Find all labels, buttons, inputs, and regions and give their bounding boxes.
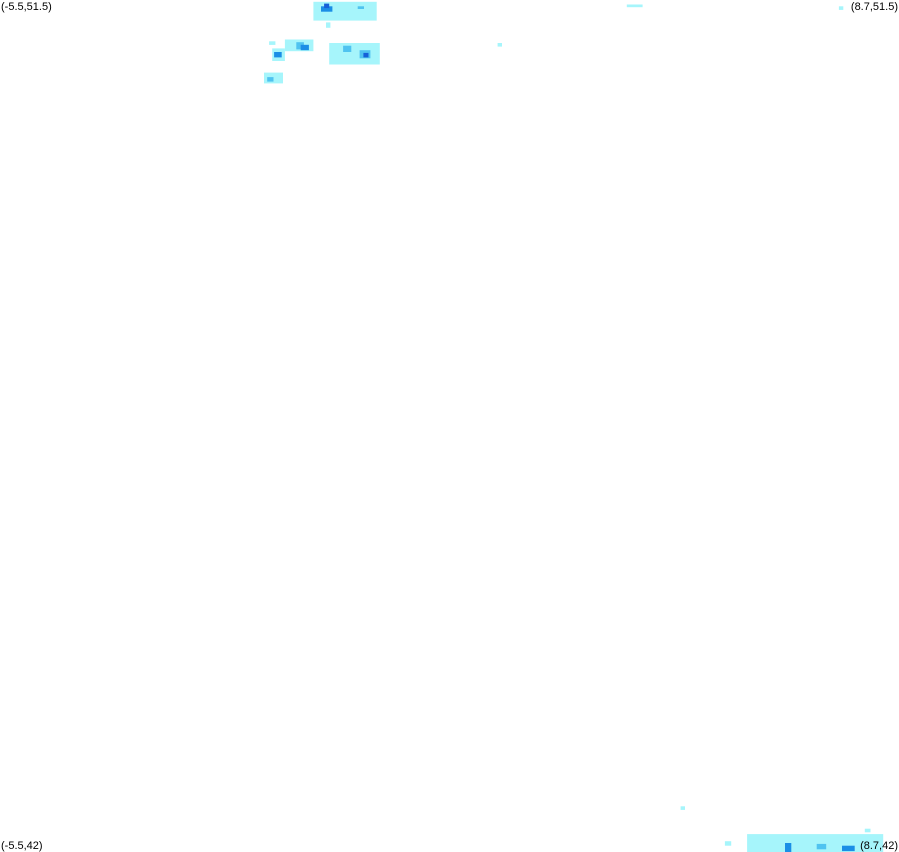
precip-echo-strong [842, 845, 855, 852]
precip-echo-light [626, 4, 643, 8]
precip-echo-intense [324, 3, 330, 9]
precip-echo-light [326, 22, 331, 28]
precip-echo-light [497, 43, 502, 47]
precip-echo-strong [274, 52, 282, 58]
precip-echo-medium [816, 843, 827, 850]
corner-coordinate-top-left: (-5.5,51.5) [1, 1, 52, 13]
precip-echo-strong [300, 44, 309, 51]
precip-echo-medium [343, 45, 352, 52]
precip-echo-medium [296, 42, 304, 50]
precip-echo-intense [363, 52, 369, 58]
precip-echo-light [864, 828, 871, 833]
precip-echo-strong [785, 843, 792, 852]
precip-echo-light [269, 41, 276, 45]
corner-coordinate-top-right: (8.7,51.5) [850, 1, 898, 13]
precip-echo-light [329, 43, 380, 65]
precip-echo-strong [321, 6, 333, 12]
precip-echo-medium [357, 6, 364, 9]
precip-echo-medium [267, 77, 274, 82]
precip-echo-light [724, 841, 732, 846]
corner-coordinate-bottom-left: (-5.5,42) [1, 840, 43, 852]
corner-coordinate-bottom-right: (8.7,42) [860, 840, 898, 852]
precip-echo-light [680, 806, 685, 810]
precip-echo-light [838, 6, 844, 10]
